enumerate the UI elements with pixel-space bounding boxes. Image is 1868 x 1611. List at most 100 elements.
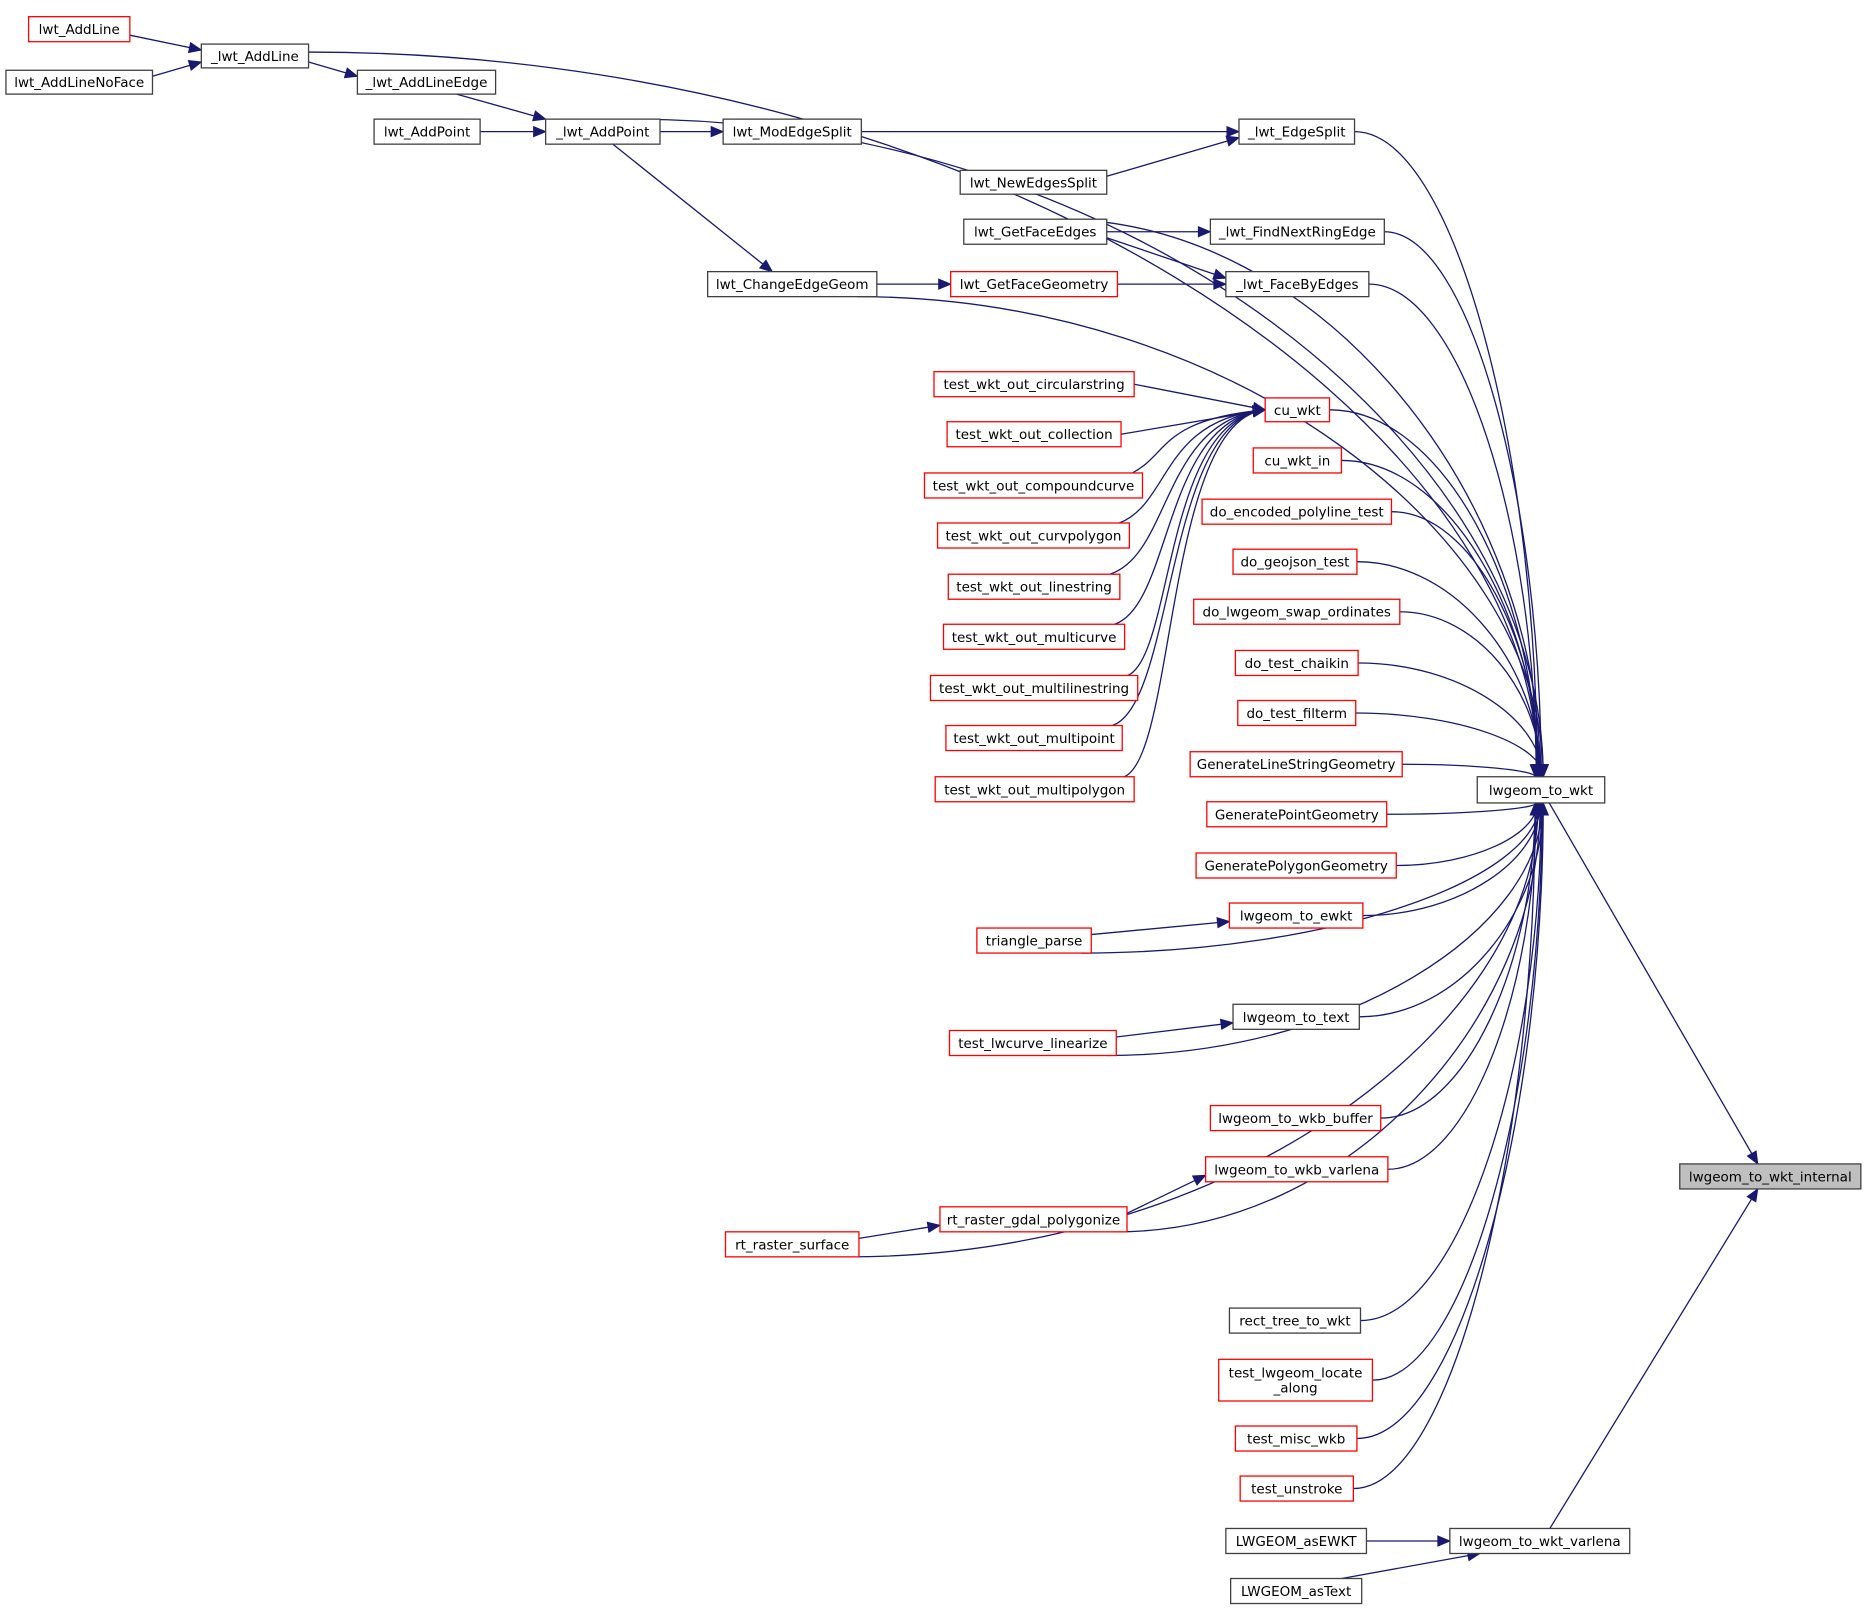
node-do-encoded-polyline-test[interactable]: do_encoded_polyline_test bbox=[1201, 498, 1393, 525]
node-label: test_wkt_out_linestring bbox=[956, 580, 1112, 596]
node-lwgeom-to-wkb-varlena[interactable]: lwgeom_to_wkb_varlena bbox=[1204, 1156, 1389, 1183]
node-lwgeom-astext[interactable]: LWGEOM_asText bbox=[1229, 1577, 1363, 1605]
node-lwt-addlinenoface[interactable]: lwt_AddLineNoFace bbox=[5, 69, 154, 95]
node-test-wkt-out-collection[interactable]: test_wkt_out_collection bbox=[946, 421, 1122, 448]
node-label: LWGEOM_asText bbox=[1241, 1584, 1351, 1600]
edge-test-wkt-out-multilinestring-to-cu-wkt bbox=[1127, 405, 1267, 677]
edge-rt-raster-surface-to-rt-raster-gdal-polygonize bbox=[858, 1221, 942, 1239]
node-rt-raster-gdal-polygonize[interactable]: rt_raster_gdal_polygonize bbox=[939, 1206, 1128, 1233]
node-box bbox=[976, 927, 1092, 954]
node-generatepointgeometry[interactable]: GeneratePointGeometry bbox=[1206, 801, 1388, 828]
edge-line bbox=[1132, 409, 1266, 474]
node-label: test_wkt_out_multipolygon bbox=[944, 782, 1125, 798]
node-do-test-filterm[interactable]: do_test_filterm bbox=[1237, 699, 1357, 727]
node-test-wkt-out-curvpolygon[interactable]: test_wkt_out_curvpolygon bbox=[936, 522, 1131, 549]
node-lwt-addlineedge[interactable]: _lwt_AddLineEdge bbox=[356, 69, 497, 95]
node-lwgeom-to-text[interactable]: lwgeom_to_text bbox=[1232, 1003, 1360, 1030]
node-rt-raster-surface[interactable]: rt_raster_surface bbox=[724, 1231, 860, 1258]
arrowhead-icon bbox=[1225, 135, 1241, 147]
node-test-wkt-out-multilinestring[interactable]: test_wkt_out_multilinestring bbox=[929, 674, 1139, 702]
node-lwt-newedgessplit[interactable]: lwt_NewEdgesSplit bbox=[959, 169, 1108, 195]
node-test-unstroke[interactable]: test_unstroke bbox=[1239, 1475, 1354, 1502]
node-label: rt_raster_surface bbox=[735, 1237, 849, 1253]
node-label: lwgeom_to_wkt_internal bbox=[1689, 1169, 1852, 1185]
node-lwgeom-asewkt[interactable]: LWGEOM_asEWKT bbox=[1225, 1527, 1368, 1555]
node-test-wkt-out-multicurve[interactable]: test_wkt_out_multicurve bbox=[942, 623, 1126, 650]
node-box bbox=[1193, 598, 1401, 625]
node-lwt-addline[interactable]: _lwt_AddLine bbox=[200, 43, 310, 69]
node-lwt-addpoint[interactable]: lwt_AddPoint bbox=[373, 118, 481, 145]
edge-line bbox=[1548, 802, 1759, 1165]
edge-line bbox=[1127, 409, 1266, 677]
node-lwgeom-to-wkb-buffer[interactable]: lwgeom_to_wkb_buffer bbox=[1209, 1104, 1382, 1132]
node-label: lwgeom_to_wkt_varlena bbox=[1459, 1534, 1621, 1550]
node-triangle-parse[interactable]: triangle_parse bbox=[976, 927, 1092, 954]
edge-line bbox=[1126, 1174, 1206, 1214]
node-label: rect_tree_to_wkt bbox=[1239, 1314, 1350, 1330]
edge-line bbox=[1081, 802, 1540, 954]
node-generatepolygongeometry[interactable]: GeneratePolygonGeometry bbox=[1195, 852, 1397, 879]
edge-line bbox=[1056, 218, 1541, 777]
node-lwt-addpoint[interactable]: _lwt_AddPoint bbox=[544, 118, 661, 145]
node-lwt-findnextringedge[interactable]: _lwt_FindNextRingEdge bbox=[1209, 218, 1385, 245]
node-do-test-chaikin[interactable]: do_test_chaikin bbox=[1234, 649, 1359, 677]
node-lwgeom-to-wkt[interactable]: lwgeom_to_wkt bbox=[1476, 776, 1606, 804]
node-lwgeom-to-ewkt[interactable]: lwgeom_to_ewkt bbox=[1228, 902, 1364, 929]
node-test-lwgeom-locate-along[interactable]: test_lwgeom_locate_along bbox=[1218, 1358, 1374, 1402]
node-lwt-modedgesplit[interactable]: lwt_ModEdgeSplit bbox=[722, 118, 862, 145]
edge-lwt-addpoint-to-lwt-modedgesplit bbox=[659, 125, 725, 138]
edge-line bbox=[1402, 763, 1536, 778]
arrowhead-icon bbox=[1529, 764, 1541, 779]
node-label: lwgeom_to_text bbox=[1243, 1010, 1350, 1026]
edge-lwt-getfaceedges-to-lwt-facebyedges bbox=[1106, 237, 1228, 280]
arrowhead-icon bbox=[1216, 916, 1231, 929]
edge-line bbox=[1356, 802, 1544, 1440]
edge-line bbox=[1372, 802, 1543, 1381]
edge-line bbox=[1341, 459, 1539, 777]
node-do-geojson-test[interactable]: do_geojson_test bbox=[1232, 548, 1358, 575]
edge-lwgeom-asewkt-to-lwgeom-to-wkt-varlena bbox=[1366, 1535, 1452, 1547]
node-label: rt_raster_gdal_polygonize bbox=[947, 1212, 1120, 1228]
node-label: _lwt_FaceByEdges bbox=[1235, 277, 1358, 293]
edge-do-geojson-test-to-lwgeom-to-wkt bbox=[1356, 561, 1546, 779]
node-do-lwgeom-swap-ordinates[interactable]: do_lwgeom_swap_ordinates bbox=[1193, 598, 1401, 625]
node-lwt-edgesplit[interactable]: _lwt_EdgeSplit bbox=[1238, 118, 1356, 145]
arrowhead-icon bbox=[1212, 268, 1228, 280]
node-test-wkt-out-linestring[interactable]: test_wkt_out_linestring bbox=[947, 573, 1121, 600]
node-cu-wkt[interactable]: cu_wkt bbox=[1264, 397, 1331, 423]
node-box bbox=[1218, 1358, 1374, 1402]
node-test-wkt-out-multipoint[interactable]: test_wkt_out_multipoint bbox=[945, 724, 1123, 752]
node-test-wkt-out-circularstring[interactable]: test_wkt_out_circularstring bbox=[933, 371, 1135, 398]
node-label: lwgeom_to_wkt bbox=[1489, 783, 1593, 799]
node-box bbox=[942, 623, 1126, 650]
node-lwt-getfaceedges[interactable]: lwt_GetFaceEdges bbox=[963, 218, 1108, 245]
arrowhead-icon bbox=[1746, 1187, 1759, 1203]
node-rect-tree-to-wkt[interactable]: rect_tree_to_wkt bbox=[1228, 1307, 1362, 1334]
node-test-wkt-out-compoundcurve[interactable]: test_wkt_out_compoundcurve bbox=[923, 472, 1144, 499]
node-box bbox=[1449, 1527, 1631, 1555]
node-lwgeom-to-wkt-internal[interactable]: lwgeom_to_wkt_internal bbox=[1679, 1163, 1862, 1190]
edge-lwgeom-to-wkt-to-lwgeom-to-wkt-internal bbox=[1548, 802, 1759, 1166]
edge-lwgeom-to-wkt-varlena-to-lwgeom-to-wkt-internal bbox=[1549, 1187, 1759, 1529]
node-box bbox=[1228, 902, 1364, 929]
node-test-wkt-out-multipolygon[interactable]: test_wkt_out_multipolygon bbox=[934, 776, 1135, 803]
node-lwgeom-to-wkt-varlena[interactable]: lwgeom_to_wkt_varlena bbox=[1449, 1527, 1631, 1555]
edge-line bbox=[1353, 802, 1536, 1490]
node-test-misc-wkb[interactable]: test_misc_wkb bbox=[1234, 1425, 1358, 1452]
edge-line bbox=[1341, 1552, 1480, 1580]
edge-lwt-addline-to-lwt-addline bbox=[129, 34, 203, 54]
node-label: test_wkt_out_curvpolygon bbox=[946, 529, 1122, 545]
node-test-lwcurve-linearize[interactable]: test_lwcurve_linearize bbox=[948, 1029, 1117, 1057]
node-generatelinestringgeometry[interactable]: GenerateLineStringGeometry bbox=[1189, 751, 1403, 778]
node-label: test_unstroke bbox=[1251, 1482, 1342, 1498]
edge-line bbox=[1354, 130, 1538, 777]
node-lwt-getfacegeometry[interactable]: lwt_GetFaceGeometry bbox=[950, 270, 1119, 298]
node-cu-wkt-in[interactable]: cu_wkt_in bbox=[1252, 447, 1343, 474]
arrowhead-icon bbox=[1529, 801, 1541, 816]
node-label: lwgeom_to_ewkt bbox=[1240, 909, 1353, 925]
edge-line bbox=[1119, 409, 1266, 524]
node-lwt-facebyedges[interactable]: _lwt_FaceByEdges bbox=[1225, 270, 1370, 298]
arrowhead-icon bbox=[758, 259, 774, 273]
node-lwt-addline[interactable]: lwt_AddLine bbox=[27, 16, 131, 43]
node-lwt-changeedgegeom[interactable]: lwt_ChangeEdgeGeom bbox=[706, 270, 878, 298]
